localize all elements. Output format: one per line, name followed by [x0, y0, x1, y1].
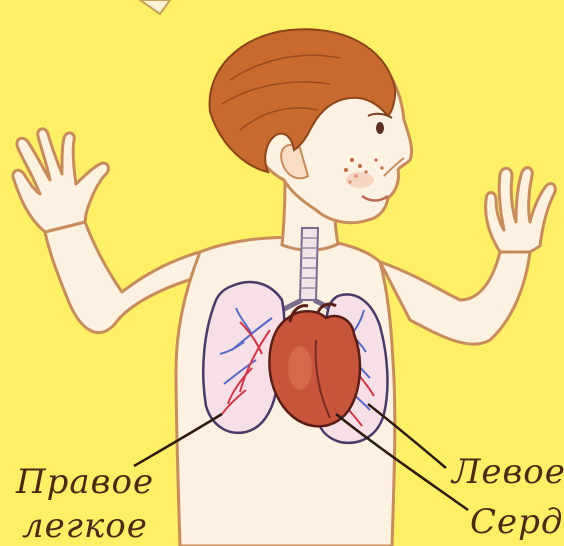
heart	[269, 304, 360, 426]
label-right-lung-line1: Правое	[16, 462, 154, 502]
eye	[376, 122, 384, 134]
label-right-lung-line2: легкое	[22, 506, 148, 546]
label-heart: Серд	[470, 502, 563, 542]
label-left-lung: Левое	[452, 452, 564, 492]
cheek-blush	[346, 172, 374, 188]
